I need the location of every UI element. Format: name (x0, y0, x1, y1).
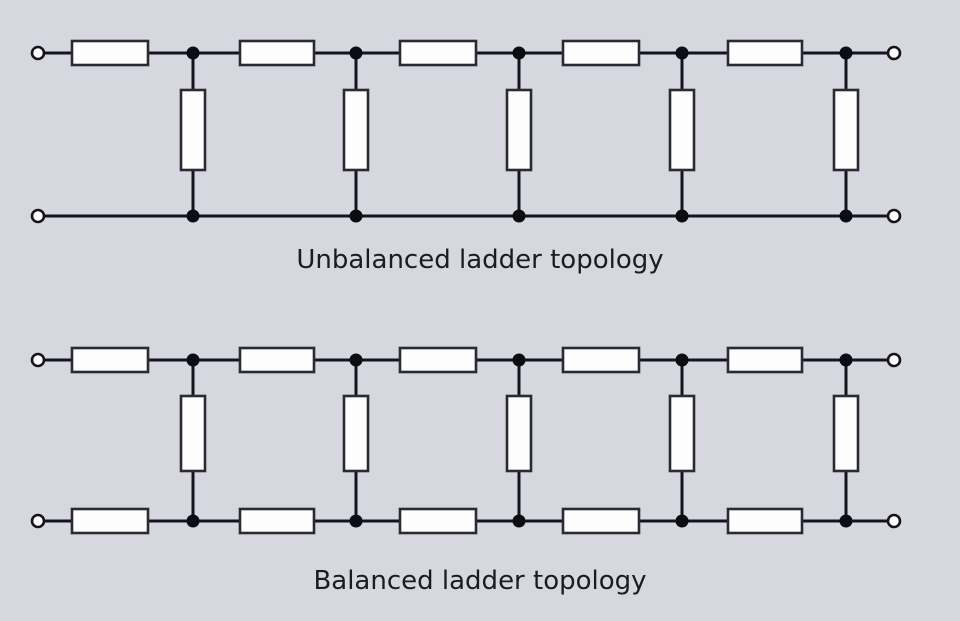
top-rail-series-resistor-5 (726, 39, 804, 67)
shunt-resistor-4 (668, 88, 696, 172)
terminal-input-bottom[interactable] (30, 208, 46, 224)
terminal-output-top[interactable] (886, 45, 902, 61)
junction-node-top-1 (186, 46, 200, 60)
top-rail-series-resistor-3 (398, 39, 478, 67)
junction-node-top-2 (349, 46, 363, 60)
junction-node-bottom-1 (186, 209, 200, 223)
junction-node-top-3 (512, 46, 526, 60)
caption-balanced-ladder: Balanced ladder topology (313, 566, 647, 596)
terminal-input-top[interactable] (30, 45, 46, 61)
junction-node-bottom-3 (512, 209, 526, 223)
terminal-output-bottom[interactable] (886, 208, 902, 224)
shunt-resistor-3 (505, 88, 533, 172)
junction-node-bottom-4 (675, 209, 689, 223)
shunt-resistor-1 (179, 88, 207, 172)
junction-node-bottom-2 (349, 209, 363, 223)
junction-node-top-4 (675, 46, 689, 60)
top-rail-series-resistor-4 (561, 39, 641, 67)
junction-node-top-5 (839, 46, 853, 60)
shunt-resistor-5 (832, 88, 860, 172)
top-rail-series-resistor-1 (70, 39, 150, 67)
junction-node-bottom-5 (839, 209, 853, 223)
top-rail-series-resistor-2 (238, 39, 316, 67)
shunt-resistor-2 (342, 88, 370, 172)
caption-unbalanced-ladder: Unbalanced ladder topology (296, 245, 664, 275)
